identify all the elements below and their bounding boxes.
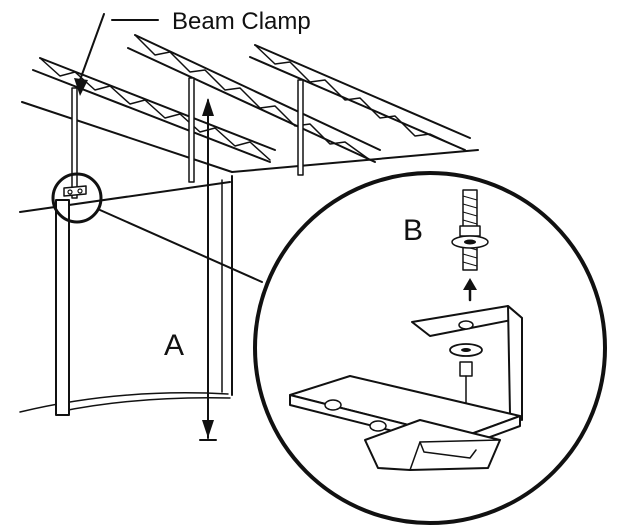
detail-callout-circle	[51, 172, 263, 283]
threaded-rod-b	[451, 189, 489, 271]
truss-joist-1	[32, 57, 276, 163]
clamp-bracket	[289, 305, 523, 471]
truss-joist-3	[249, 44, 471, 151]
detail-magnified-view	[253, 171, 607, 525]
dimension-a-arrow	[199, 98, 217, 441]
wall	[19, 175, 233, 413]
insert-arrow	[463, 278, 477, 302]
set-screws	[324, 399, 387, 432]
detail-b-label: B	[403, 214, 423, 247]
hanger-rods	[71, 77, 304, 199]
support-column	[55, 199, 70, 416]
beam-clamp-leader	[74, 13, 159, 96]
beam-clamp-small	[63, 185, 87, 197]
beam-clamp-label: Beam Clamp	[172, 8, 311, 35]
truss-joist-2	[127, 34, 381, 163]
dimension-a-label: A	[164, 329, 184, 362]
